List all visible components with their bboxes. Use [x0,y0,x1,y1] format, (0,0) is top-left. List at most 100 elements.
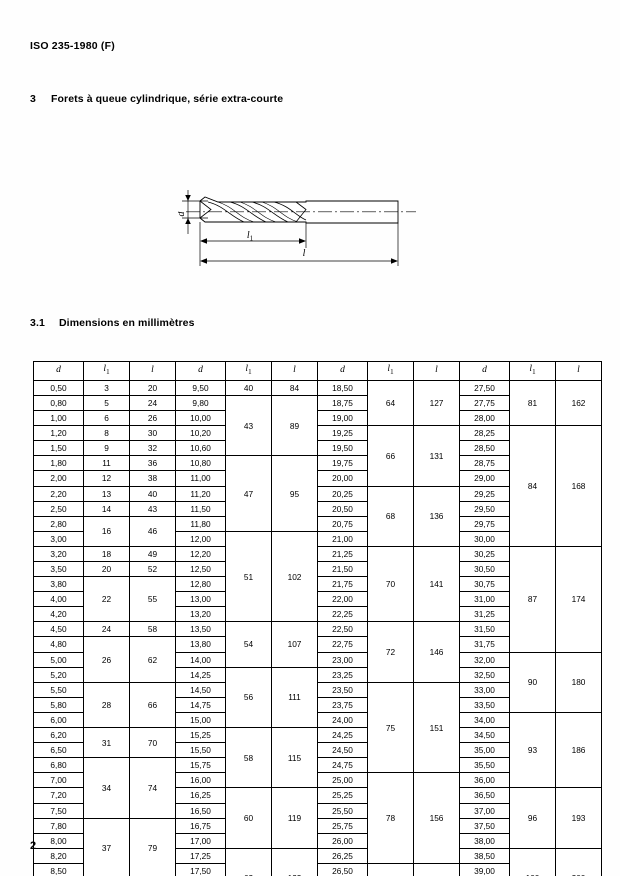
cell-l1: 12 [83,470,130,487]
cell-l1: 93 [509,711,556,789]
cell-l: 70 [129,727,176,759]
cell-d: 0,80 [33,394,84,412]
cell-d: 19,25 [317,425,368,442]
cell-l1: 87 [509,545,556,653]
cell-l: 20 [129,379,176,396]
cell-l1: 28 [83,681,130,729]
col-header-l1-2: l1 [225,361,272,381]
cell-l: 162 [413,862,460,876]
cell-l1: 3 [83,379,130,396]
cell-d: 36,50 [459,787,510,804]
cell-d: 24,75 [317,757,368,774]
cell-l1: 43 [225,394,272,457]
cell-l: 24 [129,394,176,412]
cell-d: 0,50 [33,379,84,396]
cell-l: 43 [129,500,176,517]
cell-l1: 24 [83,621,130,638]
cell-d: 13,00 [175,591,226,608]
cell-d: 12,20 [175,545,226,563]
cell-l1: 11 [83,455,130,472]
cell-d: 6,20 [33,727,84,744]
cell-d: 16,50 [175,802,226,819]
cell-d: 28,25 [459,425,510,442]
cell-d: 33,00 [459,681,510,698]
cell-d: 27,75 [459,394,510,412]
cell-d: 32,00 [459,651,510,668]
cell-l: 40 [129,485,176,502]
cell-l: 46 [129,515,176,547]
col-header-d-1: d [33,361,84,381]
cell-l1: 40 [225,379,272,396]
cell-l1: 5 [83,394,130,412]
cell-l1: 26 [83,636,130,683]
cell-d: 17,25 [175,847,226,864]
cell-l: 95 [271,455,318,532]
cell-l1: 100 [509,847,556,876]
cell-d: 3,00 [33,530,84,547]
cell-d: 8,00 [33,832,84,849]
cell-l: 30 [129,425,176,442]
cell-l: 146 [413,621,460,683]
cell-l: 58 [129,621,176,638]
cell-d: 2,00 [33,470,84,487]
cell-d: 19,75 [317,455,368,472]
cell-d: 28,50 [459,440,510,457]
cell-d: 12,00 [175,530,226,547]
cell-l1: 6 [83,410,130,427]
col-header-d-2: d [175,361,226,381]
cell-l: 180 [555,651,602,713]
dimension-l1 [199,222,307,248]
cell-l1: 13 [83,485,130,502]
cell-l: 141 [413,545,460,623]
cell-d: 15,25 [175,727,226,744]
cell-d: 1,00 [33,410,84,427]
cell-d: 2,20 [33,485,84,502]
cell-d: 14,00 [175,651,226,668]
drill-bit-drawing: d l1 l [178,190,416,266]
cell-d: 14,50 [175,681,226,698]
cell-d: 6,00 [33,711,84,729]
col-header-l1-3: l1 [367,361,414,381]
cell-d: 6,80 [33,757,84,774]
cell-d: 14,75 [175,696,226,713]
cell-d: 22,00 [317,591,368,608]
cell-d: 10,60 [175,440,226,457]
cell-d: 18,75 [317,394,368,412]
cell-d: 5,00 [33,651,84,668]
cell-l: 136 [413,485,460,547]
cell-l1: 68 [367,485,414,547]
cell-d: 21,25 [317,545,368,563]
cell-d: 13,80 [175,636,226,653]
cell-l1: 60 [225,787,272,849]
cell-d: 2,80 [33,515,84,532]
cell-l: 162 [555,379,602,427]
cell-l: 89 [271,394,318,457]
cell-d: 10,00 [175,410,226,427]
document-reference: ISO 235-1980 (F) [30,40,115,52]
cell-d: 9,50 [175,379,226,396]
cell-l: 84 [271,379,318,396]
cell-l: 186 [555,711,602,789]
cell-d: 16,75 [175,817,226,834]
cell-l1: 14 [83,500,130,517]
cell-d: 15,00 [175,711,226,729]
cell-l: 193 [555,787,602,849]
cell-d: 25,50 [317,802,368,819]
cell-l1: 22 [83,576,130,623]
col-header-d-4: d [459,361,510,381]
